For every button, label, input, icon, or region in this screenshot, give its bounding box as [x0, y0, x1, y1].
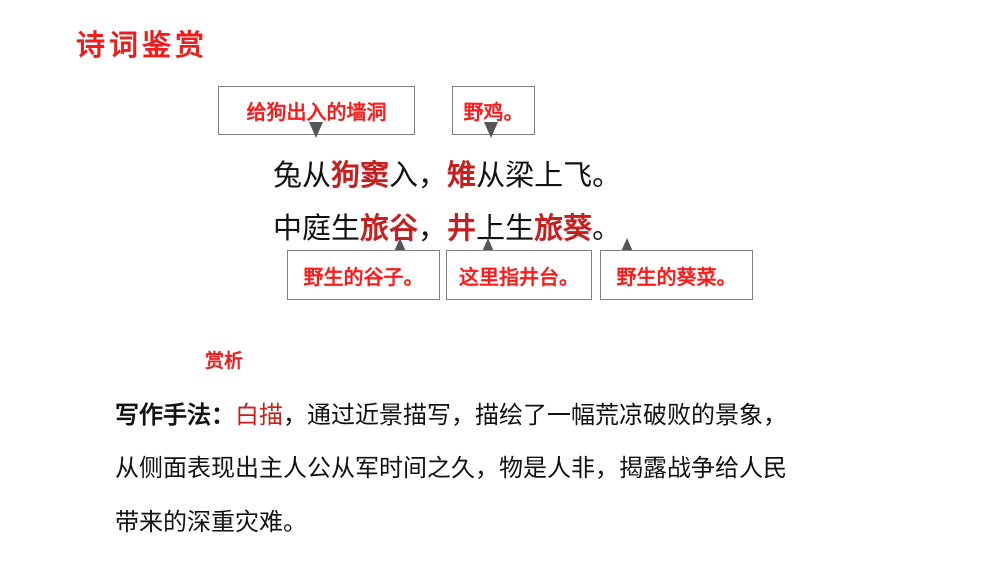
verse-text: 入，: [389, 158, 448, 192]
analysis-line-3: 带来的深重灾难。: [115, 508, 307, 536]
annotation-box-lv-kui: 野生的葵菜。: [600, 250, 753, 300]
annotation-text: 这里指井台。: [459, 264, 579, 289]
verse-highlight: 旅葵: [534, 211, 593, 245]
annotation-box-lv-gu: 野生的谷子。: [287, 250, 440, 300]
verse-text: 从梁上飞。: [476, 158, 622, 192]
verse-highlight: 旅谷: [360, 211, 419, 245]
annotation-text: 给狗出入的墙洞: [246, 100, 387, 124]
verse-text: 兔从: [273, 158, 332, 192]
annotation-text: 野生的谷子。: [303, 264, 424, 289]
verse-line-1: 兔从狗窦入，雉从梁上飞。: [273, 152, 621, 194]
annotation-box-jing: 这里指井台。: [446, 250, 592, 300]
technique-label: 写作手法：: [115, 401, 235, 429]
verse-line-2: 中庭生旅谷，井上生旅葵。: [273, 205, 621, 247]
verse-highlight: 狗窦: [331, 158, 390, 192]
verse-highlight: 雉: [447, 158, 477, 192]
annotation-text: 野生的葵菜。: [616, 264, 737, 289]
verse-highlight: 井: [447, 211, 477, 245]
verse-text: 中庭生: [273, 211, 361, 245]
analysis-line-1: 写作手法：白描，通过近景描写，描绘了一幅荒凉破败的景象，: [115, 395, 787, 430]
verse-text: 。: [592, 211, 622, 245]
technique-value: 白描: [235, 401, 283, 429]
analysis-heading: 赏析: [205, 350, 244, 372]
analysis-text: ，通过近景描写，描绘了一幅荒凉破败的景象，: [283, 401, 787, 429]
arrow-down-icon: [309, 122, 323, 138]
arrow-down-icon: [484, 122, 498, 138]
page-title: 诗词鉴赏: [76, 28, 209, 62]
annotation-text: 野鸡。: [463, 100, 524, 124]
analysis-line-2: 从侧面表现出主人公从军时间之久，物是人非，揭露战争给人民: [115, 454, 787, 482]
verse-text: ，: [418, 211, 448, 245]
